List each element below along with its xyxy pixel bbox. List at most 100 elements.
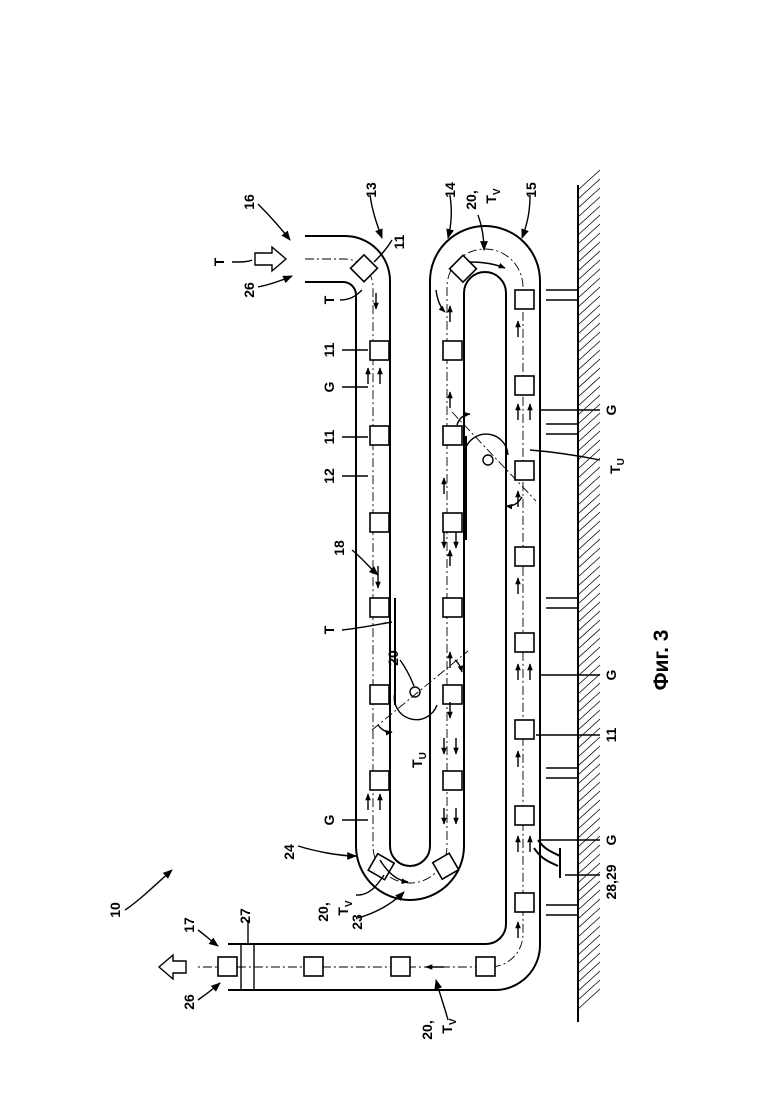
hatch-line (578, 359, 600, 379)
label-18: 18 (331, 540, 347, 556)
label-tv-left: TV (335, 900, 355, 916)
object-box (515, 547, 534, 566)
hatch-line (578, 890, 600, 910)
label-20-mid: 20 (385, 650, 401, 666)
object-box (370, 513, 389, 532)
hatch-line (578, 593, 600, 613)
hatch-line (578, 899, 600, 919)
hatch-line (578, 188, 600, 208)
label-17: 17 (181, 917, 197, 933)
object-box (370, 598, 389, 617)
label-27: 27 (237, 908, 253, 924)
object-box (218, 957, 237, 976)
hatch-line (578, 629, 600, 649)
hatch-line (578, 305, 600, 325)
hatch-line (578, 539, 600, 559)
label-26-top: 26 (241, 282, 257, 298)
label-20-top: 20, (463, 190, 479, 209)
hatch-line (578, 170, 600, 190)
outlet-arrow (159, 955, 186, 979)
hatch-line (578, 314, 600, 334)
hatch-line (578, 827, 600, 847)
object-box (515, 290, 534, 309)
conveyor-centerline (196, 249, 523, 967)
hatch-line (578, 728, 600, 748)
hatch-line (578, 422, 600, 442)
hatch-line (578, 287, 600, 307)
hatch-line (578, 836, 600, 856)
hatch-line (578, 467, 600, 487)
hatch-line (578, 818, 600, 838)
object-box (515, 893, 534, 912)
label-15: 15 (523, 182, 539, 198)
channel-inner-wall (228, 272, 506, 944)
label-11-a: 11 (321, 342, 337, 357)
object-box (515, 720, 534, 739)
hatch-line (578, 809, 600, 829)
hatch-line (578, 791, 600, 811)
hatch-line (578, 476, 600, 496)
object-box (515, 461, 534, 480)
label-tv-bottom: TV (439, 1018, 459, 1034)
label-t-upper: T (321, 295, 337, 304)
hatch-line (578, 503, 600, 523)
label-16: 16 (241, 194, 257, 210)
label-12: 12 (321, 468, 337, 484)
hatch-line (578, 926, 600, 946)
inlet-arrow (255, 247, 286, 271)
label-t-mid: T (321, 625, 337, 634)
hatch-line (578, 251, 600, 271)
hatch-line (578, 611, 600, 631)
object-box (443, 685, 462, 704)
object-box (370, 426, 389, 445)
hatch-line (578, 323, 600, 343)
hatch-line (578, 989, 600, 1009)
label-11-right: 11 (603, 727, 619, 742)
hatch-line (578, 647, 600, 667)
hatch-line (578, 350, 600, 370)
object-box (370, 771, 389, 790)
hatch-line (578, 368, 600, 388)
object-box (443, 341, 462, 360)
hatch-line (578, 764, 600, 784)
hatch-line (578, 980, 600, 1000)
hatch-line (578, 485, 600, 505)
object-box (443, 598, 462, 617)
hatch-line (578, 431, 600, 451)
hatch-line (578, 944, 600, 964)
hatch-line (578, 215, 600, 235)
hatch-line (578, 674, 600, 694)
hatch-line (578, 755, 600, 775)
object-box (476, 957, 495, 976)
object-box (450, 255, 477, 282)
hatch-line (578, 521, 600, 541)
hatch-line (578, 773, 600, 793)
label-tu-mid: TU (409, 752, 429, 768)
component-28-29 (534, 840, 560, 878)
label-g-right-mid: G (603, 669, 619, 680)
hatch-line (578, 233, 600, 253)
hatch-line (578, 584, 600, 604)
transport-objects (218, 255, 534, 976)
hatch-line (578, 269, 600, 289)
hatch-line (578, 575, 600, 595)
hatch-line (578, 395, 600, 415)
object-box (443, 771, 462, 790)
ground (578, 170, 600, 1022)
hatch-line (578, 413, 600, 433)
figure-caption: Фиг. 3 (650, 630, 673, 691)
object-box (443, 513, 462, 532)
hatch-line (578, 179, 600, 199)
label-11-b: 11 (321, 429, 337, 444)
label-g-right-low: G (603, 834, 619, 845)
hatch-line (578, 386, 600, 406)
hatch-line (578, 962, 600, 982)
object-box (368, 854, 394, 880)
supports (546, 290, 578, 915)
hatch-line (578, 863, 600, 883)
hatch-line (578, 377, 600, 397)
hatch-line (578, 512, 600, 532)
label-11-top: 11 (391, 234, 407, 249)
hatch-line (578, 881, 600, 901)
